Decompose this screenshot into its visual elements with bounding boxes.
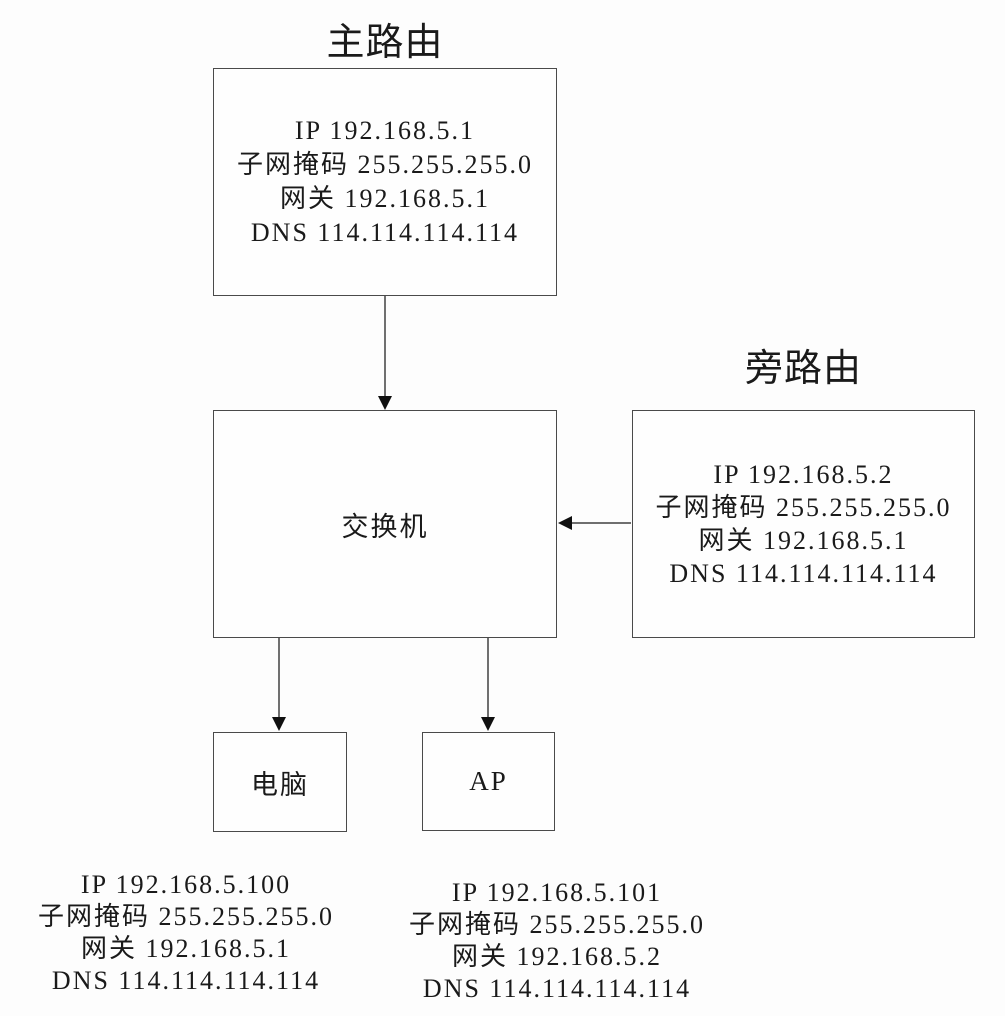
side-router-ip: IP 192.168.5.2 [713,460,894,489]
ap-box: AP [422,732,555,831]
pc-box: 电脑 [213,732,347,832]
main-router-config: IP 192.168.5.1 子网掩码 255.255.255.0 网关 192… [237,114,533,250]
edge-switch-to-ap [481,638,495,731]
switch-box: 交换机 [213,410,557,638]
ap-label: AP [469,766,508,796]
side-router-box: IP 192.168.5.2 子网掩码 255.255.255.0 网关 192… [632,410,975,638]
arrowhead-left-icon [558,516,572,530]
pc-ip: IP 192.168.5.100 [80,870,292,899]
main-router-subnet-mask: 子网掩码 255.255.255.0 [236,150,533,179]
arrowhead-down-icon [272,717,286,731]
side-router-subnet-mask: 子网掩码 255.255.255.0 [655,493,952,522]
arrowhead-down-icon [378,396,392,410]
arrowhead-down-icon [481,717,495,731]
pc-label: 电脑 [251,769,309,800]
pc-subnet-mask: 子网掩码 255.255.255.0 [37,902,334,931]
side-router-title: 旁路由 [744,348,862,390]
side-router-config: IP 192.168.5.2 子网掩码 255.255.255.0 网关 192… [655,458,951,590]
edge-side-router-to-switch [558,516,631,530]
ap-gateway: 网关 192.168.5.2 [451,942,662,971]
edge-main-router-to-switch [378,296,392,410]
pc-dns: DNS 114.114.114.114 [51,966,321,995]
ap-subnet-mask: 子网掩码 255.255.255.0 [408,910,705,939]
pc-config: IP 192.168.5.100 子网掩码 255.255.255.0 网关 1… [34,869,338,997]
side-router-gateway: 网关 192.168.5.1 [698,526,909,555]
ap-dns: DNS 114.114.114.114 [422,974,692,1003]
edge-switch-to-pc [272,638,286,731]
ap-config: IP 192.168.5.101 子网掩码 255.255.255.0 网关 1… [405,877,709,1005]
ap-ip: IP 192.168.5.101 [451,878,663,907]
pc-gateway: 网关 192.168.5.1 [80,934,291,963]
side-router-dns: DNS 114.114.114.114 [669,559,938,588]
switch-label: 交换机 [341,511,429,542]
main-router-gateway: 网关 192.168.5.1 [279,184,490,213]
main-router-ip: IP 192.168.5.1 [294,116,476,145]
main-router-box: IP 192.168.5.1 子网掩码 255.255.255.0 网关 192… [213,68,557,296]
main-router-title: 主路由 [326,22,444,64]
main-router-dns: DNS 114.114.114.114 [250,218,520,247]
